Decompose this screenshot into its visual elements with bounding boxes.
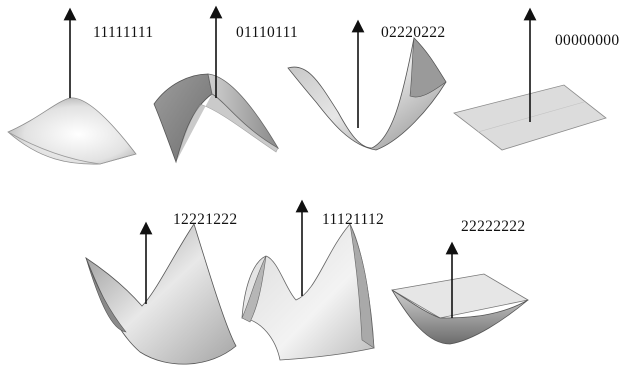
surface-saddle bbox=[85, 223, 237, 365]
surface-bowl bbox=[390, 273, 530, 345]
surface-valley bbox=[287, 37, 447, 151]
surface-code-label-7: 22222222 bbox=[461, 218, 526, 235]
surface-dome bbox=[7, 97, 137, 165]
surface-code-label-1: 11111111 bbox=[93, 24, 154, 41]
surface-code-label-6: 11121112 bbox=[322, 211, 385, 228]
surface-monkey-saddle bbox=[241, 223, 375, 361]
surface-ridge bbox=[153, 73, 280, 164]
surface-code-label-5: 12221222 bbox=[173, 211, 238, 228]
surface-code-label-2: 01110111 bbox=[236, 24, 299, 41]
surface-code-label-4: 00000000 bbox=[555, 32, 620, 49]
surface-code-label-3: 02220222 bbox=[381, 24, 446, 41]
